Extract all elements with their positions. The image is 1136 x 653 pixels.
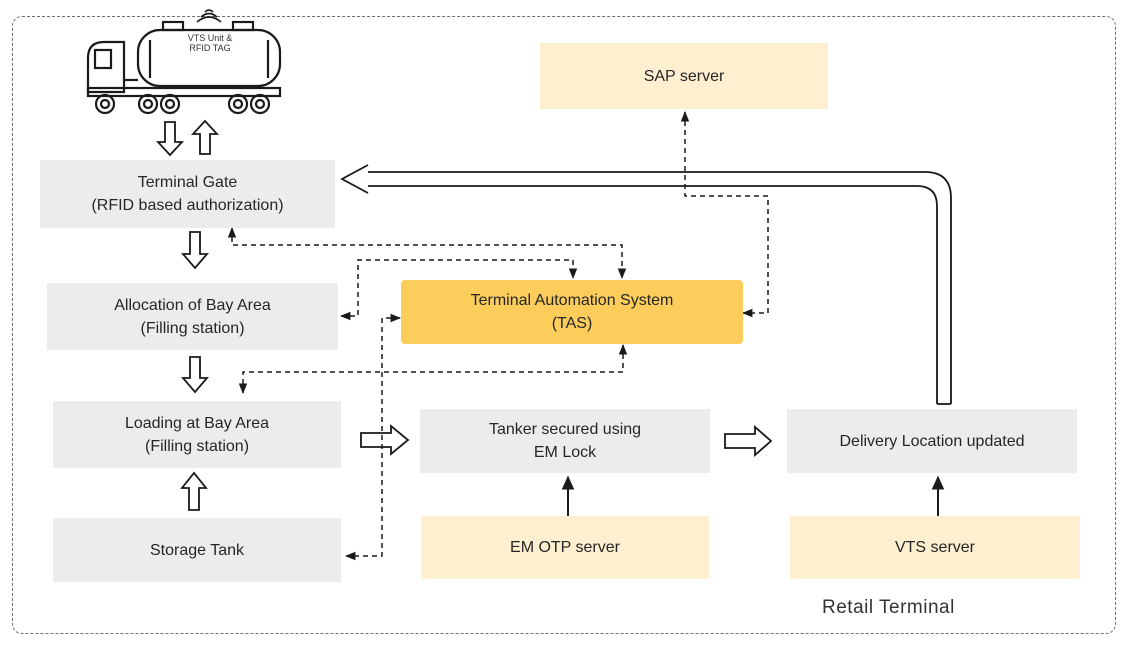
- tas-title: Terminal Automation System: [470, 292, 674, 309]
- em-otp-server-box: EM OTP server: [421, 516, 709, 579]
- tas-box: Terminal Automation System (TAS): [401, 280, 743, 344]
- truck-to-gate-arrow: [155, 121, 185, 157]
- vts-server-title: VTS server: [894, 539, 975, 556]
- tanker-secured-subtitle: EM Lock: [533, 444, 597, 461]
- storage-to-loading-arrow: [180, 471, 208, 511]
- tanker-truck-icon: [86, 9, 282, 115]
- vts-server-box: VTS server: [790, 516, 1080, 579]
- terminal-gate-box: Terminal Gate (RFID based authorization): [40, 160, 335, 228]
- sap-server-title: SAP server: [643, 67, 725, 85]
- retail-terminal-boundary: [12, 16, 1116, 634]
- loading-box: Loading at Bay Area (Filling station): [53, 401, 341, 468]
- delivery-location-box: Delivery Location updated: [787, 409, 1077, 473]
- loading-subtitle: (Filling station): [144, 437, 250, 455]
- tanker-to-delivery-arrow: [724, 425, 773, 457]
- storage-tank-title: Storage Tank: [150, 541, 244, 559]
- sap-to-tas-connector: [680, 110, 769, 318]
- tanker-secured-title: Tanker secured using: [488, 421, 642, 438]
- sap-server-box: SAP server: [540, 43, 828, 109]
- retail-terminal-label: Retail Terminal: [822, 597, 955, 618]
- loading-title: Loading at Bay Area: [124, 414, 270, 432]
- allocation-to-loading-arrow: [181, 356, 209, 394]
- tanker-secured-box: Tanker secured using EM Lock: [420, 409, 710, 473]
- tas-to-storage-connector: [344, 313, 402, 561]
- truck-label: VTS Unit & RFID TAG: [175, 33, 245, 53]
- tas-to-loading-connector: [238, 343, 628, 395]
- truck-label-line2: RFID TAG: [189, 43, 231, 53]
- gate-to-truck-arrow: [190, 119, 220, 155]
- tas-subtitle: (TAS): [551, 315, 593, 332]
- gate-to-allocation-arrow: [181, 231, 209, 270]
- storage-tank-box: Storage Tank: [53, 518, 341, 582]
- gate-to-tas-connector: [227, 226, 627, 280]
- allocation-title: Allocation of Bay Area: [114, 296, 271, 314]
- terminal-gate-title: Terminal Gate: [137, 174, 238, 191]
- terminal-gate-subtitle: (RFID based authorization): [91, 197, 284, 214]
- truck-label-line1: VTS Unit &: [187, 33, 233, 43]
- allocation-box: Allocation of Bay Area (Filling station): [47, 283, 338, 350]
- delivery-location-title: Delivery Location updated: [839, 432, 1025, 450]
- loading-to-tanker-arrow: [360, 424, 410, 456]
- em-otp-server-title: EM OTP server: [510, 539, 620, 556]
- allocation-subtitle: (Filling station): [140, 319, 245, 337]
